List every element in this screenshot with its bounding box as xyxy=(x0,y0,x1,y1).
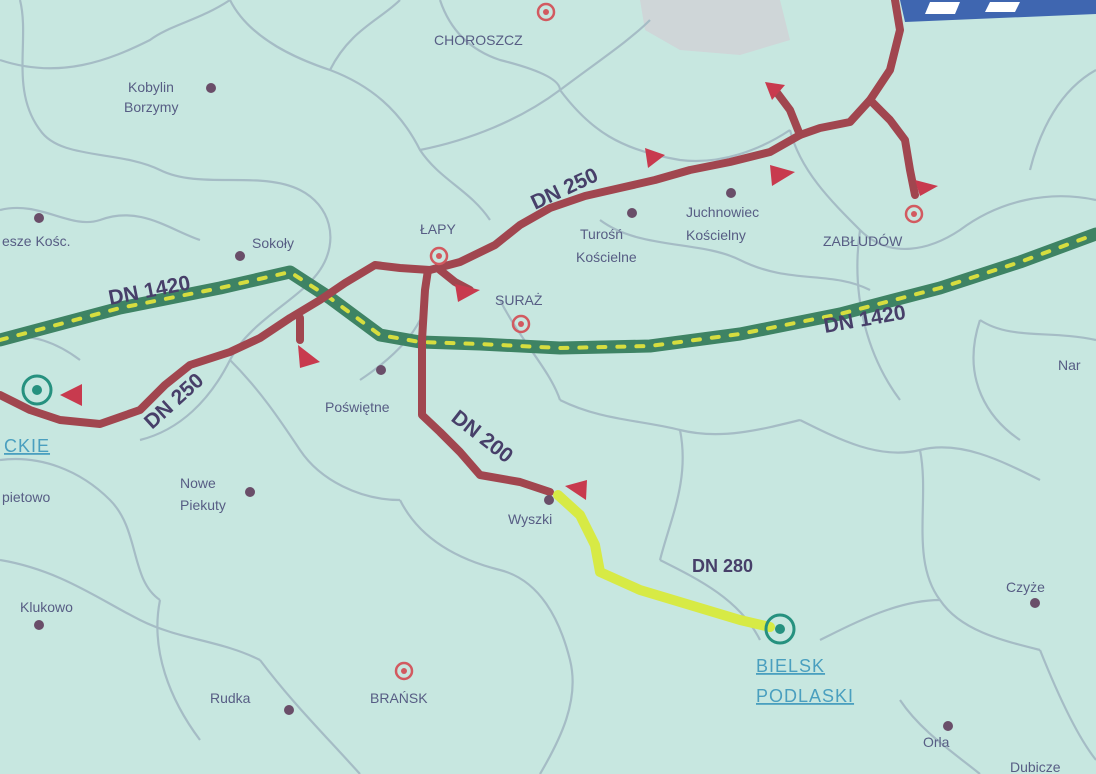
place-label-posswietne: Poświętne xyxy=(325,399,390,415)
place-label-kobylin-1: Kobylin xyxy=(128,79,174,95)
red-pipelines xyxy=(0,0,919,496)
place-label-wyszki: Wyszki xyxy=(508,511,552,527)
place-label-czyze: Czyże xyxy=(1006,579,1045,595)
map-legend-corner-stripe xyxy=(925,2,1020,14)
place-label-juchnowiec-2: Kościelny xyxy=(686,227,746,243)
place-label-sokoly: Sokoły xyxy=(252,235,294,251)
place-label-turosn-2: Kościelne xyxy=(576,249,637,265)
gmina-seat-centers xyxy=(401,9,917,674)
place-label-klukowo: Klukowo xyxy=(20,599,73,615)
place-label-nowe-2: Piekuty xyxy=(180,497,226,513)
place-label-turosn-1: Turośń xyxy=(580,226,623,242)
yamal-pipeline xyxy=(0,227,1096,355)
city-label-ckie: CKIE xyxy=(4,436,50,456)
reduction-station-markers xyxy=(60,82,938,500)
place-label-kobylin-2: Borzymy xyxy=(124,99,178,115)
place-label-choroszcz: CHOROSZCZ xyxy=(434,32,523,48)
place-label-orla: Orla xyxy=(923,734,950,750)
gas-station-markers xyxy=(21,374,796,645)
place-label-bransk: BRAŃSK xyxy=(370,690,428,706)
town-markers xyxy=(34,83,1040,731)
place-label-lapy: ŁAPY xyxy=(420,221,456,237)
place-label-zabludow: ZABŁUDÓW xyxy=(823,233,903,249)
place-label-rudka: Rudka xyxy=(210,690,251,706)
city-label-bielsk-2: PODLASKI xyxy=(756,686,854,706)
gmina-seat-markers xyxy=(394,2,924,681)
place-label-dubicze: Dubicze xyxy=(1010,759,1061,774)
planned-pipeline xyxy=(553,490,775,632)
pipe-label-planned: DN 280 xyxy=(692,556,753,576)
place-label-juchnowiec-1: Juchnowiec xyxy=(686,204,759,220)
place-label-nowe-1: Nowe xyxy=(180,475,216,491)
place-label-suraz: SURAŻ xyxy=(495,291,543,308)
place-label-pietowo: pietowo xyxy=(2,489,50,505)
urban-area xyxy=(640,0,790,55)
place-label-kosc: esze Kośc. xyxy=(2,233,70,249)
place-label-nar: Nar xyxy=(1058,357,1081,373)
city-label-bielsk-1: BIELSK xyxy=(756,656,825,676)
